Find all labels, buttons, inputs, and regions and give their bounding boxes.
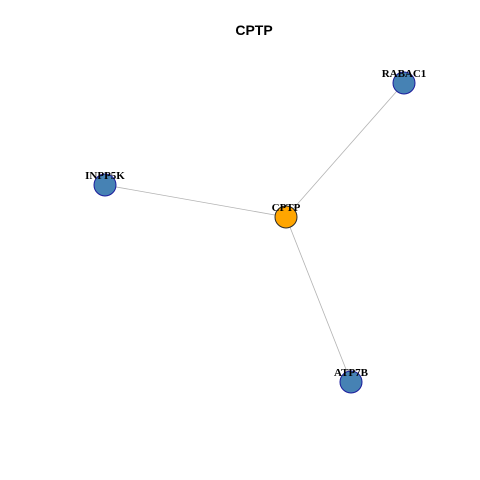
diagram-title: CPTP: [235, 22, 272, 38]
node-circle-rabac1: [392, 71, 416, 95]
edge-cptp-inpp5k: [104, 184, 287, 218]
node-cptp: CPTP: [272, 202, 301, 229]
node-label-atp7b: ATP7B: [334, 367, 369, 379]
edge-cptp-atp7b: [285, 216, 352, 383]
node-circle-cptp: [274, 205, 298, 229]
node-circle-inpp5k: [93, 173, 117, 197]
node-label-cptp: CPTP: [272, 202, 301, 214]
edge-cptp-rabac1: [285, 82, 405, 218]
node-rabac1: RABAC1: [382, 68, 427, 95]
node-atp7b: ATP7B: [334, 367, 369, 394]
node-label-inpp5k: INPP5K: [85, 170, 125, 182]
node-label-rabac1: RABAC1: [382, 68, 427, 80]
node-inpp5k: INPP5K: [85, 170, 125, 197]
edges-layer: [104, 82, 405, 383]
node-circle-atp7b: [339, 370, 363, 394]
